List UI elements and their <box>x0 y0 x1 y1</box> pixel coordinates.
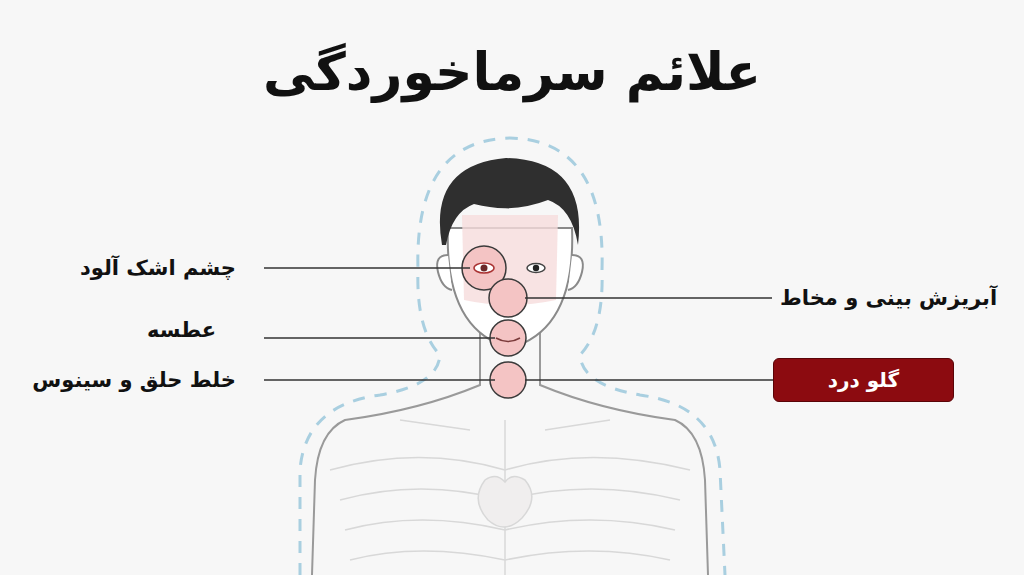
right-ear <box>568 255 583 290</box>
hair <box>440 158 579 245</box>
body <box>330 420 690 575</box>
title: علائم سرماخوردگی <box>0 42 1024 102</box>
symptom-label: چشم اشک آلود <box>80 256 236 280</box>
symptom-label: خلط حلق و سینوس <box>32 368 236 392</box>
mouth <box>496 338 520 342</box>
symptom-label: عطسه <box>147 318 216 342</box>
symptom-circles <box>462 246 527 398</box>
left-ear <box>437 255 452 290</box>
leader-lines <box>264 268 773 380</box>
dashed-outline <box>300 138 725 575</box>
figure-outline <box>312 330 708 575</box>
iris-right <box>533 265 539 271</box>
eye-left <box>474 263 494 273</box>
iris-left <box>481 265 488 272</box>
symptom-label: آبریزش بینی و مخاط <box>780 286 997 310</box>
box-text: گلو درد <box>828 368 899 392</box>
highlight-box: گلو درد <box>773 358 954 402</box>
eye-right <box>527 264 545 273</box>
